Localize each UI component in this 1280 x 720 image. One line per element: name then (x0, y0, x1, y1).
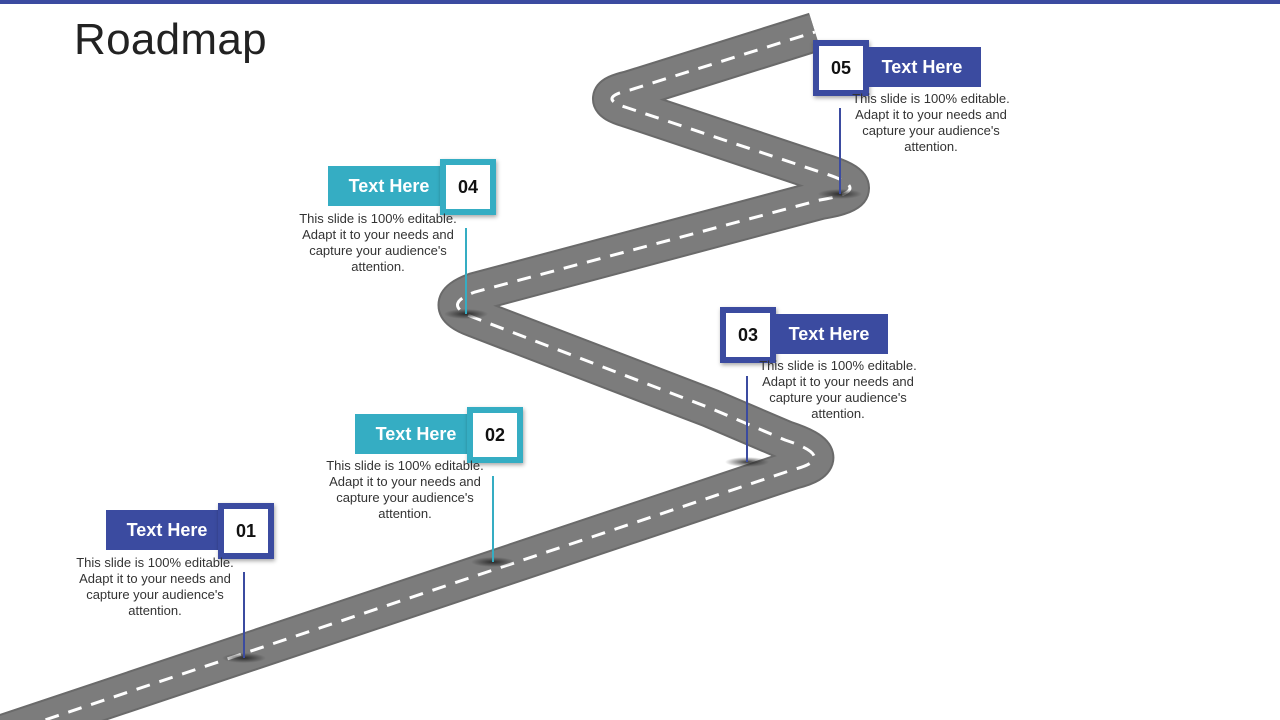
milestone-02: Text Here 02 This slide is 100% editable… (0, 0, 523, 562)
milestone-flag: Text Here (863, 47, 981, 87)
milestone-number-box: 03 (720, 307, 776, 363)
milestone-pole (746, 376, 748, 462)
milestone-description: This slide is 100% editable. Adapt it to… (299, 211, 457, 274)
milestone-number-box: 04 (440, 159, 496, 215)
milestone-number-box: 02 (467, 407, 523, 463)
milestone-flag: Text Here (770, 314, 888, 354)
milestone-pole (243, 572, 245, 658)
milestone-pole (492, 476, 494, 562)
milestone-number-box: 01 (218, 503, 274, 559)
pin-shadow-2 (471, 557, 515, 567)
milestone-flag: Text Here (328, 166, 450, 206)
milestone-03: 03 Text Here This slide is 100% editable… (0, 0, 917, 462)
milestone-description: This slide is 100% editable. Adapt it to… (759, 358, 917, 421)
pin-shadow-5 (818, 189, 862, 199)
milestone-number-box: 05 (813, 40, 869, 96)
road-center-dashes (40, 30, 852, 720)
pin-shadow-4 (444, 309, 488, 319)
milestone-description: This slide is 100% editable. Adapt it to… (326, 458, 484, 521)
milestone-description: This slide is 100% editable. Adapt it to… (76, 555, 234, 618)
top-accent-bar (0, 0, 1280, 4)
milestone-01: Text Here 01 This slide is 100% editable… (0, 0, 274, 658)
pin-shadow-1 (222, 653, 266, 663)
milestone-pole (465, 228, 467, 314)
milestone-flag: Text Here (355, 414, 477, 454)
milestone-04: Text Here 04 This slide is 100% editable… (0, 0, 496, 314)
slide-title: Roadmap (74, 15, 267, 64)
milestone-05: 05 Text Here This slide is 100% editable… (0, 0, 1010, 194)
milestone-flag: Text Here (106, 510, 228, 550)
pin-shadow-3 (725, 457, 769, 467)
milestone-description: This slide is 100% editable. Adapt it to… (852, 91, 1010, 154)
milestone-pole (839, 108, 841, 194)
